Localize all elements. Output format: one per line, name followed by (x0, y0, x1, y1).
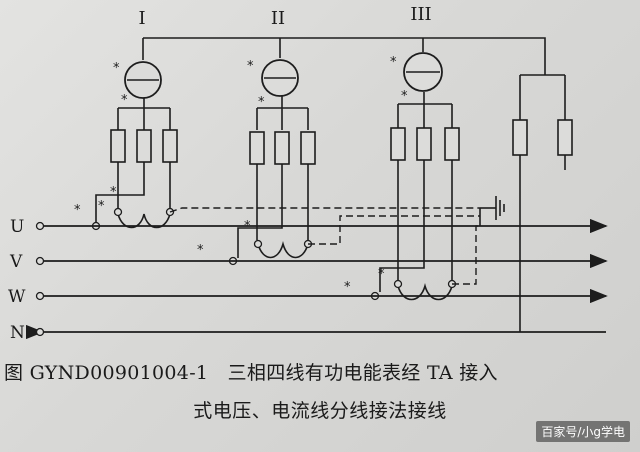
dashed-return-2 (308, 215, 480, 245)
aux-coil-left (512, 119, 528, 156)
meter-label-1: I (138, 8, 145, 29)
line-label-u: U (10, 217, 24, 237)
polarity-mark: * (378, 267, 385, 282)
top-common-wire (143, 37, 546, 75)
meter-2: * * * * (197, 59, 316, 266)
polarity-mark: * (121, 93, 128, 108)
meter-1-coil-w (162, 129, 178, 163)
polarity-mark: * (390, 55, 397, 70)
meter-1-coil-u (110, 129, 126, 163)
polarity-mark: * (110, 185, 117, 200)
meter-3-current-coil (397, 283, 453, 301)
polarity-mark: * (197, 243, 204, 258)
polarity-mark: * (344, 280, 351, 295)
meter-1: * * * * * (74, 61, 178, 231)
meter-2-coil-w (300, 131, 316, 165)
watermark: 百家号/小g学电 (536, 421, 630, 442)
meter-2-coil-u (249, 131, 265, 165)
polarity-mark: * (98, 199, 105, 214)
figure-caption-line2: 式电压、电流线分线接法接线 (193, 400, 447, 422)
polarity-mark: * (74, 203, 81, 218)
dashed-return-1 (169, 207, 480, 213)
meter-3-coil-u (390, 127, 406, 161)
meter-3: * * * * (344, 52, 460, 301)
line-label-w: W (8, 287, 26, 307)
meter-2-current-coil (257, 241, 309, 259)
polarity-mark: * (401, 89, 408, 104)
meter-label-3: III (410, 4, 431, 25)
meter-3-coil-v (416, 127, 432, 161)
polarity-mark: * (247, 59, 254, 74)
aux-coil-right (557, 119, 573, 156)
meter-3-coil-w (444, 127, 460, 161)
meter-label-2: II (271, 8, 285, 29)
ground-icon (495, 196, 505, 220)
figure-caption-line1: 图 GYND00901004-1 三相四线有功电能表经 TA 接入 (4, 362, 498, 384)
line-label-n: N (10, 323, 25, 343)
meter-2-coil-v (274, 131, 290, 165)
line-label-v: V (9, 252, 23, 272)
meter-1-current-coil (117, 213, 171, 229)
dashed-return-3 (452, 225, 480, 285)
polarity-mark: * (258, 95, 265, 110)
polarity-mark: * (113, 61, 120, 76)
meter-1-coil-v (136, 129, 152, 163)
